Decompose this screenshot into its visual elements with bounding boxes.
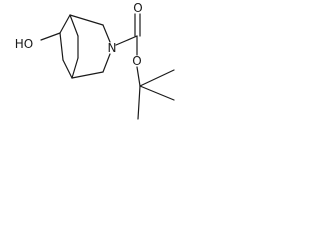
bond-tbutyl-methyl-right xyxy=(139,69,175,87)
bicyclic-ring-bonds xyxy=(59,14,111,79)
bond-c-lower-to-bridgehead-bottom xyxy=(62,59,73,79)
bond-bridgehead-top-to-inner-ch2 xyxy=(69,14,79,37)
hydroxyl-label: HO xyxy=(15,37,33,51)
bond-tbutyl-methyl-lower-right xyxy=(139,85,175,101)
bond-nitrogen-to-ch2-bottom xyxy=(102,53,111,73)
substituent-bonds xyxy=(40,13,175,120)
bond-c-hydroxyl-to-c-lower xyxy=(59,32,64,61)
ester-oxygen-label: O xyxy=(132,54,141,68)
bond-bridgehead-top-to-ch2 xyxy=(69,14,104,26)
bond-carbon-to-hydroxyl xyxy=(40,32,61,41)
atom-labels: HO N O O xyxy=(15,1,143,68)
chemical-structure-diagram: HO N O O xyxy=(15,1,175,120)
bond-ester-oxygen-to-tbutyl xyxy=(136,66,141,87)
bond-ch2-bottom-to-bridgehead xyxy=(71,71,104,79)
bond-ch2-top-to-nitrogen xyxy=(102,24,111,43)
carbonyl-oxygen-label: O xyxy=(133,1,142,15)
bond-nitrogen-to-carbonyl-carbon xyxy=(115,35,138,46)
bond-bridgehead-top-to-c-left xyxy=(59,14,71,34)
nitrogen-label: N xyxy=(108,41,117,55)
bond-inner-ch2-to-bridgehead-bottom xyxy=(71,57,79,79)
bond-tbutyl-methyl-down xyxy=(137,85,141,120)
